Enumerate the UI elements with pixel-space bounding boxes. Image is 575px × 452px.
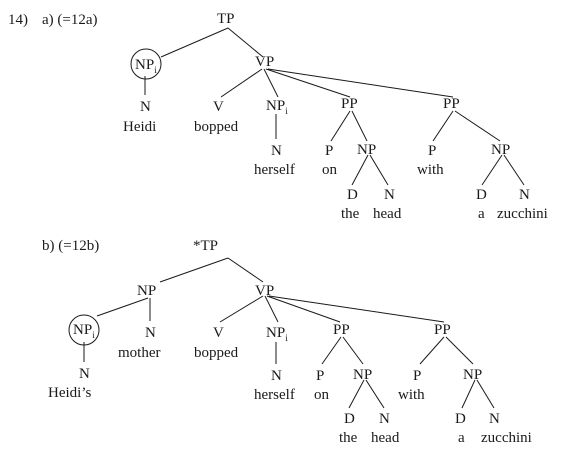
node-np-a-zucchini: NP (491, 142, 510, 158)
node-np-the-head: NP (353, 367, 372, 383)
node-d-a: D (476, 187, 487, 203)
word-with: with (417, 162, 444, 178)
word-head: head (371, 430, 400, 446)
node-d-the: D (344, 411, 355, 427)
word-on: on (322, 162, 338, 178)
branch (432, 110, 454, 142)
branch (351, 154, 369, 186)
node-np-object: NPi (266, 98, 288, 116)
node-np-the-head: NP (357, 142, 376, 158)
word-a: a (478, 206, 485, 222)
node-np-object: NPi (266, 325, 288, 343)
node-d-a: D (455, 411, 466, 427)
tree-a: 14) a) (=12a) TP NPi VP N Heidi (8, 11, 548, 222)
node-tp-ungrammatical: *TP (193, 238, 218, 254)
node-n-mother: N (145, 325, 156, 341)
branch (369, 154, 389, 186)
branch (445, 336, 474, 365)
tree-a-label: a) (=12a) (42, 12, 98, 28)
node-pp-with: PP (443, 96, 460, 112)
word-object: herself (254, 162, 295, 178)
word-with: with (398, 387, 425, 403)
node-np-a-zucchini: NP (463, 367, 482, 383)
node-tp: TP (217, 11, 235, 27)
branch (342, 336, 364, 365)
tree-b-label: b) (=12b) (42, 238, 99, 254)
word-on: on (314, 387, 330, 403)
branch (267, 68, 454, 98)
word-head: head (373, 206, 402, 222)
branch (419, 336, 445, 365)
word-verb: bopped (194, 119, 239, 135)
branch (268, 295, 445, 323)
branch (266, 295, 341, 323)
node-v: V (213, 99, 224, 115)
example-number: 14) (8, 12, 28, 28)
word-object: herself (254, 387, 295, 403)
branch (263, 68, 279, 98)
coindex-circle (68, 314, 100, 346)
node-n-object: N (271, 143, 282, 159)
tree-b: b) (=12b) *TP NP VP NPi N (42, 238, 532, 446)
node-pp-on: PP (333, 322, 350, 338)
node-vp: VP (255, 54, 274, 70)
node-pp-on: PP (341, 96, 358, 112)
branch (227, 27, 264, 58)
word-a: a (458, 430, 465, 446)
branch (330, 110, 351, 142)
branch (160, 27, 229, 58)
node-np-possessor: NPi (73, 322, 95, 340)
word-verb: bopped (194, 345, 239, 361)
node-n-head: N (379, 411, 390, 427)
branch (503, 154, 525, 186)
branch (227, 257, 264, 283)
node-vp: VP (255, 283, 274, 299)
node-n-possessor: N (79, 366, 90, 382)
node-pp-with: PP (434, 322, 451, 338)
branch (265, 68, 351, 98)
word-mother: mother (118, 345, 161, 361)
node-np-mother: NP (137, 283, 156, 299)
branch (264, 295, 279, 323)
coindex-circle (130, 48, 162, 80)
node-n-zucchini: N (489, 411, 500, 427)
word-possessor: Heidi’s (48, 385, 91, 401)
branch (476, 379, 495, 409)
tree-a-branches (144, 27, 525, 186)
node-n-head: N (384, 187, 395, 203)
word-zucchini: zucchini (481, 430, 532, 446)
branch (321, 336, 342, 365)
word-zucchini: zucchini (497, 206, 548, 222)
branch (159, 257, 229, 283)
node-n-subject: N (140, 99, 151, 115)
node-p-with: P (413, 368, 421, 384)
node-p-on: P (325, 143, 333, 159)
branch (365, 379, 385, 409)
branch (348, 379, 365, 409)
node-d-the: D (347, 187, 358, 203)
tree-b-branches (83, 257, 495, 409)
word-the: the (339, 430, 358, 446)
node-p-on: P (316, 368, 324, 384)
branch (481, 154, 503, 186)
branch (454, 110, 501, 142)
branch (219, 295, 264, 323)
branch (96, 297, 149, 317)
node-n-object: N (271, 368, 282, 384)
node-np-subject: NPi (135, 57, 157, 75)
word-subject: Heidi (123, 119, 156, 135)
branch (220, 68, 263, 98)
word-the: the (341, 206, 360, 222)
branch (461, 379, 476, 409)
branch (351, 110, 368, 142)
node-n-zucchini: N (519, 187, 530, 203)
node-v: V (213, 325, 224, 341)
node-p-with: P (428, 143, 436, 159)
